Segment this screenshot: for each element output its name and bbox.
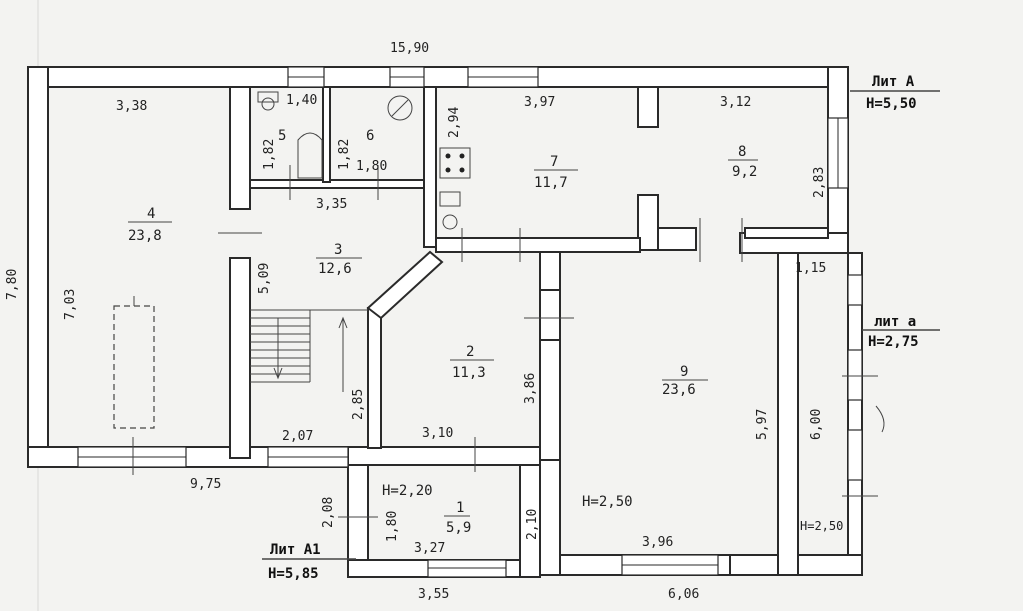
- svg-text:7: 7: [550, 154, 558, 170]
- dim-r1-bottom: 3,27: [414, 541, 445, 556]
- room1-height: H=2,20: [382, 483, 433, 499]
- svg-text:5: 5: [278, 128, 286, 144]
- dim-r4-top: 3,38: [116, 99, 147, 114]
- room-3: 3 12,6: [316, 242, 362, 277]
- dim-r7-top: 3,97: [524, 95, 555, 110]
- svg-text:11,7: 11,7: [534, 175, 568, 191]
- room-labels: 4 23,8 5 6 7 11,7 8 9,2 3 12,6 2 11,3: [128, 128, 758, 536]
- dim-ver-top: 1,15: [795, 261, 826, 276]
- room-7: 7 11,7: [534, 154, 578, 191]
- svg-text:Лит А: Лит А: [872, 74, 915, 90]
- svg-text:9,2: 9,2: [732, 164, 757, 180]
- lit-A-label: Лит А H=5,50: [850, 74, 940, 112]
- dim-r6-side: 1,82: [337, 139, 352, 170]
- dim-r3-top: 3,35: [316, 197, 347, 212]
- room-6: 6: [366, 128, 374, 144]
- svg-text:23,8: 23,8: [128, 228, 162, 244]
- svg-text:H=5,85: H=5,85: [268, 566, 319, 582]
- dim-r1-left: 1,80: [385, 511, 400, 542]
- svg-text:6: 6: [366, 128, 374, 144]
- svg-text:4: 4: [147, 206, 155, 222]
- dim-r1-right: 2,10: [525, 509, 540, 540]
- dim-stair-bottom: 2,07: [282, 429, 313, 444]
- dim-ver-side: 6,00: [809, 409, 824, 440]
- svg-text:1: 1: [456, 500, 464, 516]
- svg-text:9: 9: [680, 364, 688, 380]
- svg-text:3: 3: [334, 242, 342, 258]
- dim-r6-bottom: 1,80: [356, 159, 387, 174]
- lit-A1-label: Лит А1 H=5,85: [262, 542, 356, 582]
- dim-r1-top-left: 2,08: [321, 497, 336, 528]
- dim-r2-side: 3,86: [523, 373, 538, 404]
- interior-walls: [229, 86, 829, 461]
- dim-r5-top: 1,40: [286, 93, 317, 108]
- dim-stair-side: 2,85: [351, 389, 366, 420]
- room-1: 1 5,9: [444, 500, 471, 536]
- room-8: 8 9,2: [728, 144, 758, 180]
- overall-height-label: 7,80: [5, 269, 20, 300]
- svg-text:2: 2: [466, 344, 474, 360]
- dim-r8-side: 2,83: [812, 167, 827, 198]
- svg-text:8: 8: [738, 144, 746, 160]
- dim-r4-side: 7,03: [63, 289, 78, 320]
- bottom-width-left-label: 9,75: [190, 477, 221, 492]
- room-5: 5: [278, 128, 286, 144]
- outer-walls: [27, 66, 863, 578]
- dimension-labels: 15,90 7,80 9,75 3,55 6,06 3,38 7,03 1,40…: [5, 41, 827, 602]
- fixtures: [113, 91, 885, 518]
- dim-r5-side: 1,82: [262, 139, 277, 170]
- windows: [77, 66, 863, 578]
- dim-r8-top: 3,12: [720, 95, 751, 110]
- room-4: 4 23,8: [128, 206, 172, 244]
- svg-text:Лит А1: Лит А1: [270, 542, 321, 558]
- svg-text:H=5,50: H=5,50: [866, 96, 917, 112]
- svg-text:лит а: лит а: [874, 314, 916, 330]
- svg-text:23,6: 23,6: [662, 382, 696, 398]
- lit-a-label: лит а H=2,75: [862, 314, 940, 350]
- bottom-width-mid-label: 3,55: [418, 587, 449, 602]
- room-2: 2 11,3: [450, 344, 494, 381]
- dim-r9-side: 5,97: [755, 409, 770, 440]
- dim-r2-bottom: 3,10: [422, 426, 453, 441]
- height-labels: H=2,20 H=2,50 H=2,50 Лит А H=5,50 лит а …: [262, 74, 940, 582]
- room9-height: H=2,50: [582, 494, 633, 510]
- dim-r7-side: 2,94: [447, 107, 462, 138]
- svg-text:H=2,75: H=2,75: [868, 334, 919, 350]
- room-9: 9 23,6: [662, 364, 708, 398]
- overall-width-label: 15,90: [390, 41, 429, 56]
- staircase: [250, 309, 368, 392]
- svg-text:12,6: 12,6: [318, 261, 352, 277]
- svg-text:5,9: 5,9: [446, 520, 471, 536]
- dim-r3-side: 5,09: [257, 263, 272, 294]
- bottom-width-right-label: 6,06: [668, 587, 699, 602]
- svg-text:11,3: 11,3: [452, 365, 486, 381]
- veranda-height: H=2,50: [800, 519, 843, 533]
- dim-r9-bottom: 3,96: [642, 535, 673, 550]
